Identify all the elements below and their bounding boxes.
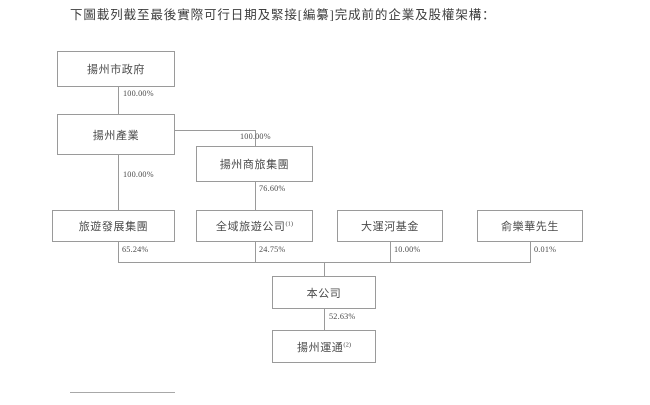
node-label-text: 揚州運通	[297, 341, 344, 354]
connector-yu-bus	[530, 242, 531, 263]
connector-tourdev-bus	[118, 242, 119, 263]
connector-company-yuntong	[324, 309, 325, 330]
node-label: 揚州運通(2)	[297, 339, 351, 355]
connector-canal-bus	[390, 242, 391, 263]
connector-gov-industry	[118, 87, 119, 114]
connector-bus-company	[324, 262, 325, 276]
node-tourism-development-group[interactable]: 旅遊發展集團	[52, 210, 175, 242]
node-label: 揚州市政府	[87, 64, 145, 76]
percent-quanyu-company: 24.75%	[259, 245, 286, 254]
percent-canal-company: 10.00%	[394, 245, 421, 254]
node-mr-yu-lehua[interactable]: 俞樂華先生	[477, 210, 583, 242]
node-label: 旅遊發展集團	[78, 221, 149, 233]
node-label: 揚州商旅集團	[219, 159, 290, 171]
node-yangzhou-municipal-government[interactable]: 揚州市政府	[57, 51, 175, 87]
node-footnote-marker: (1)	[285, 220, 294, 228]
percent-tourdev-company: 65.24%	[122, 245, 149, 254]
connector-industry-travel-vertical	[255, 130, 256, 146]
node-grand-canal-fund[interactable]: 大運河基金	[337, 210, 443, 242]
intro-paragraph: 下圖載列截至最後實際可行日期及緊接[編纂]完成前的企業及股權架構：	[70, 8, 496, 22]
node-our-company[interactable]: 本公司	[272, 276, 376, 309]
footnote-separator-rule	[70, 392, 175, 393]
percent-gov-industry: 100.00%	[123, 89, 154, 98]
percent-travel-quanyu: 76.60%	[259, 184, 286, 193]
percent-yu-company: 0.01%	[534, 245, 557, 254]
connector-industry-travel-horizontal	[175, 130, 256, 131]
connector-travel-quanyu	[255, 182, 256, 210]
node-footnote-marker: (2)	[343, 340, 351, 348]
node-label: 全域旅遊公司(1)	[216, 218, 293, 234]
node-label: 揚州產業	[92, 129, 140, 142]
node-label: 本公司	[306, 287, 342, 300]
node-yangzhou-yuntong[interactable]: 揚州運通(2)	[272, 330, 376, 363]
percent-industry-tourdev: 100.00%	[123, 170, 154, 179]
node-label-text: 全域旅遊公司	[215, 221, 286, 233]
node-label: 俞樂華先生	[501, 221, 559, 233]
percent-industry-travel: 100.00%	[240, 132, 271, 141]
node-yangzhou-industry[interactable]: 揚州產業	[57, 114, 175, 155]
node-quanyu-tourism-company[interactable]: 全域旅遊公司(1)	[196, 210, 313, 242]
connector-quanyu-bus	[255, 242, 256, 263]
connector-industry-tourdev	[118, 155, 119, 210]
percent-company-yuntong: 52.63%	[329, 312, 356, 321]
node-yangzhou-business-travel-group[interactable]: 揚州商旅集團	[196, 146, 313, 182]
node-label: 大運河基金	[361, 221, 419, 233]
